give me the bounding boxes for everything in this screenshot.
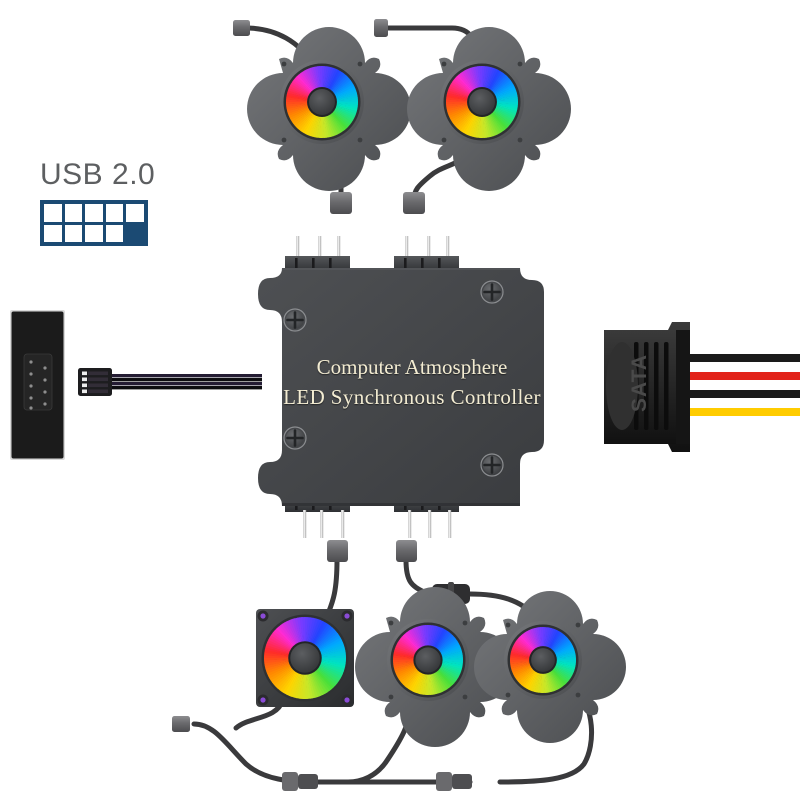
- usb-connector-icon: [40, 200, 148, 246]
- cable-plug-bottom-left: [327, 540, 348, 562]
- usb-badge: USB 2.0: [40, 160, 155, 246]
- sata-text-label: SATA: [612, 342, 668, 424]
- fan-top-left: [247, 27, 411, 191]
- screw-top-left: [283, 308, 307, 332]
- usb-cell-0-0: [44, 204, 62, 222]
- motherboard-header: [10, 310, 65, 460]
- usb-cell-0-2: [85, 204, 103, 222]
- cable-plug-top-left: [330, 192, 352, 214]
- usb-cell-1-1: [64, 224, 83, 242]
- usb-cell-0-4: [126, 204, 144, 222]
- fan-bottom-left: [256, 609, 354, 707]
- cable-plug-bottom-right: [396, 540, 417, 562]
- cable-plug-end-left: [172, 716, 190, 732]
- controller-body: [258, 268, 544, 506]
- screw-bottom-right: [480, 453, 504, 477]
- screw-bottom-left: [283, 426, 307, 450]
- cable-plug-a: [233, 20, 250, 36]
- sata-wires: [690, 354, 800, 416]
- sata-connector: [604, 322, 800, 452]
- fan-bottom-middle: [355, 587, 515, 747]
- usb-cell-1-4: [126, 224, 144, 242]
- screw-group: [283, 280, 504, 477]
- usb-cell-0-1: [64, 204, 83, 222]
- usb-cell-1-2: [85, 224, 103, 242]
- usb-cell-0-3: [105, 204, 124, 222]
- cable-plug-b: [374, 19, 388, 37]
- ribbon-cable: [112, 374, 262, 390]
- fan-layer: [247, 27, 626, 747]
- cable-joint-left: [282, 772, 318, 791]
- usb-cell-1-3: [105, 224, 124, 242]
- header-top-right: [394, 236, 459, 272]
- fan-top-right: [407, 27, 571, 191]
- usb-cell-1-0: [44, 224, 62, 242]
- cable-daisy-1: [191, 721, 321, 785]
- screw-top-right: [480, 280, 504, 304]
- sata-title: SATA: [628, 353, 651, 413]
- cable-plug-top-right: [403, 192, 425, 214]
- cable-joint-right: [436, 772, 472, 791]
- cable-br-header-to-split: [403, 557, 427, 595]
- header-pin-matrix: [29, 360, 47, 410]
- usb-title: USB 2.0: [40, 158, 156, 191]
- header-top-left: [285, 236, 350, 272]
- fan-bottom-right: [474, 591, 626, 743]
- four-pin-connector: [78, 368, 112, 396]
